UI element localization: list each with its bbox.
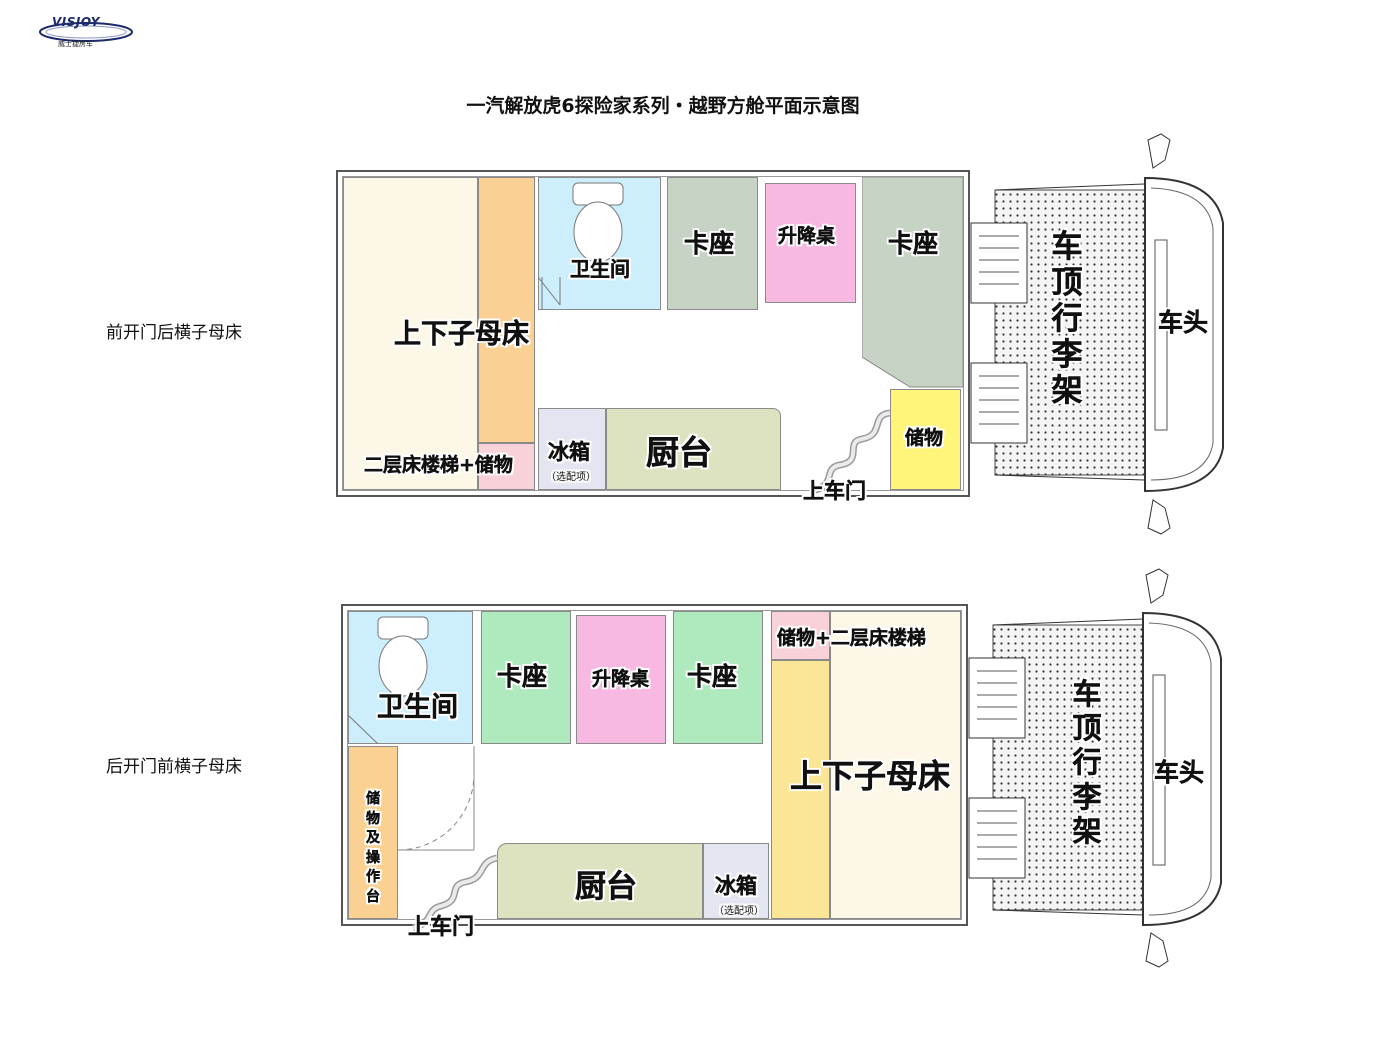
label-storage: 储物	[905, 427, 944, 449]
seat-right	[862, 177, 964, 388]
seat-left	[667, 177, 758, 310]
logo-swoosh-icon	[39, 22, 133, 42]
label-kitchen: 厨台	[575, 869, 637, 905]
brand-logo: VISJOY 威士捷房车	[38, 14, 134, 50]
entrance-step-icon	[411, 854, 499, 932]
logo-subtitle: 威士捷房车	[58, 40, 93, 48]
plan-front-caption: 前开门后横子母床	[106, 323, 242, 343]
seat-left	[481, 611, 571, 744]
bunk-bed-area	[830, 611, 961, 919]
label-cab: 车头	[1158, 308, 1209, 337]
lifting-table	[576, 615, 666, 744]
fridge	[703, 843, 769, 919]
toilet-icon	[348, 616, 429, 744]
label-bunk-bed: 上下子母床	[394, 319, 529, 350]
door-swing-icon	[398, 746, 475, 851]
label-ladder-storage: 储物+二层床楼梯	[777, 627, 926, 649]
label-seat-right: 卡座	[687, 662, 738, 691]
label-lifting-table: 升降桌	[592, 668, 650, 690]
label-fridge: 冰箱	[715, 874, 757, 898]
label-bathroom: 卫生间	[377, 692, 458, 723]
label-seat-right: 卡座	[888, 229, 939, 258]
ladder-storage	[478, 443, 535, 490]
truck-cab-drawing	[968, 568, 1222, 968]
fridge	[538, 408, 606, 490]
storage-cabinet	[890, 389, 961, 490]
toilet-icon	[538, 182, 624, 310]
entrance-step-icon	[810, 409, 891, 495]
label-storage-workbench: 储物及操作台	[366, 791, 380, 905]
label-fridge-optional: （选配项）	[714, 906, 764, 917]
label-roof-rack: 车顶行李架	[1072, 677, 1102, 848]
lifting-table	[765, 183, 856, 303]
truck-cab-drawing	[970, 133, 1224, 535]
ladder-strip	[478, 177, 535, 443]
label-seat-left: 卡座	[497, 662, 548, 691]
label-lifting-table: 升降桌	[778, 225, 836, 247]
bunk-bed-area	[343, 177, 478, 490]
plan-rear-caption: 后开门前横子母床	[106, 757, 242, 777]
storage-workbench	[348, 746, 398, 919]
label-bathroom: 卫生间	[570, 257, 630, 281]
ladder-storage	[771, 611, 830, 660]
kitchen-counter	[606, 408, 781, 490]
label-seat-left: 卡座	[684, 229, 735, 258]
label-entrance: 上车门	[803, 479, 866, 503]
ladder-strip	[771, 660, 830, 919]
label-ladder-storage: 二层床楼梯+储物	[364, 454, 513, 476]
page-title: 一汽解放虎6探险家系列・越野方舱平面示意图	[466, 95, 860, 117]
kitchen-counter	[497, 843, 703, 919]
label-bunk-bed: 上下子母床	[790, 757, 951, 795]
label-roof-rack: 车顶行李架	[1051, 229, 1083, 409]
label-fridge-optional: （选配项）	[546, 472, 596, 483]
label-entrance: 上车门	[408, 915, 475, 940]
logo-wordmark: VISJOY	[52, 15, 100, 29]
label-cab: 车头	[1154, 758, 1205, 787]
label-fridge: 冰箱	[548, 440, 590, 464]
label-kitchen: 厨台	[646, 433, 712, 472]
seat-right	[673, 611, 763, 744]
